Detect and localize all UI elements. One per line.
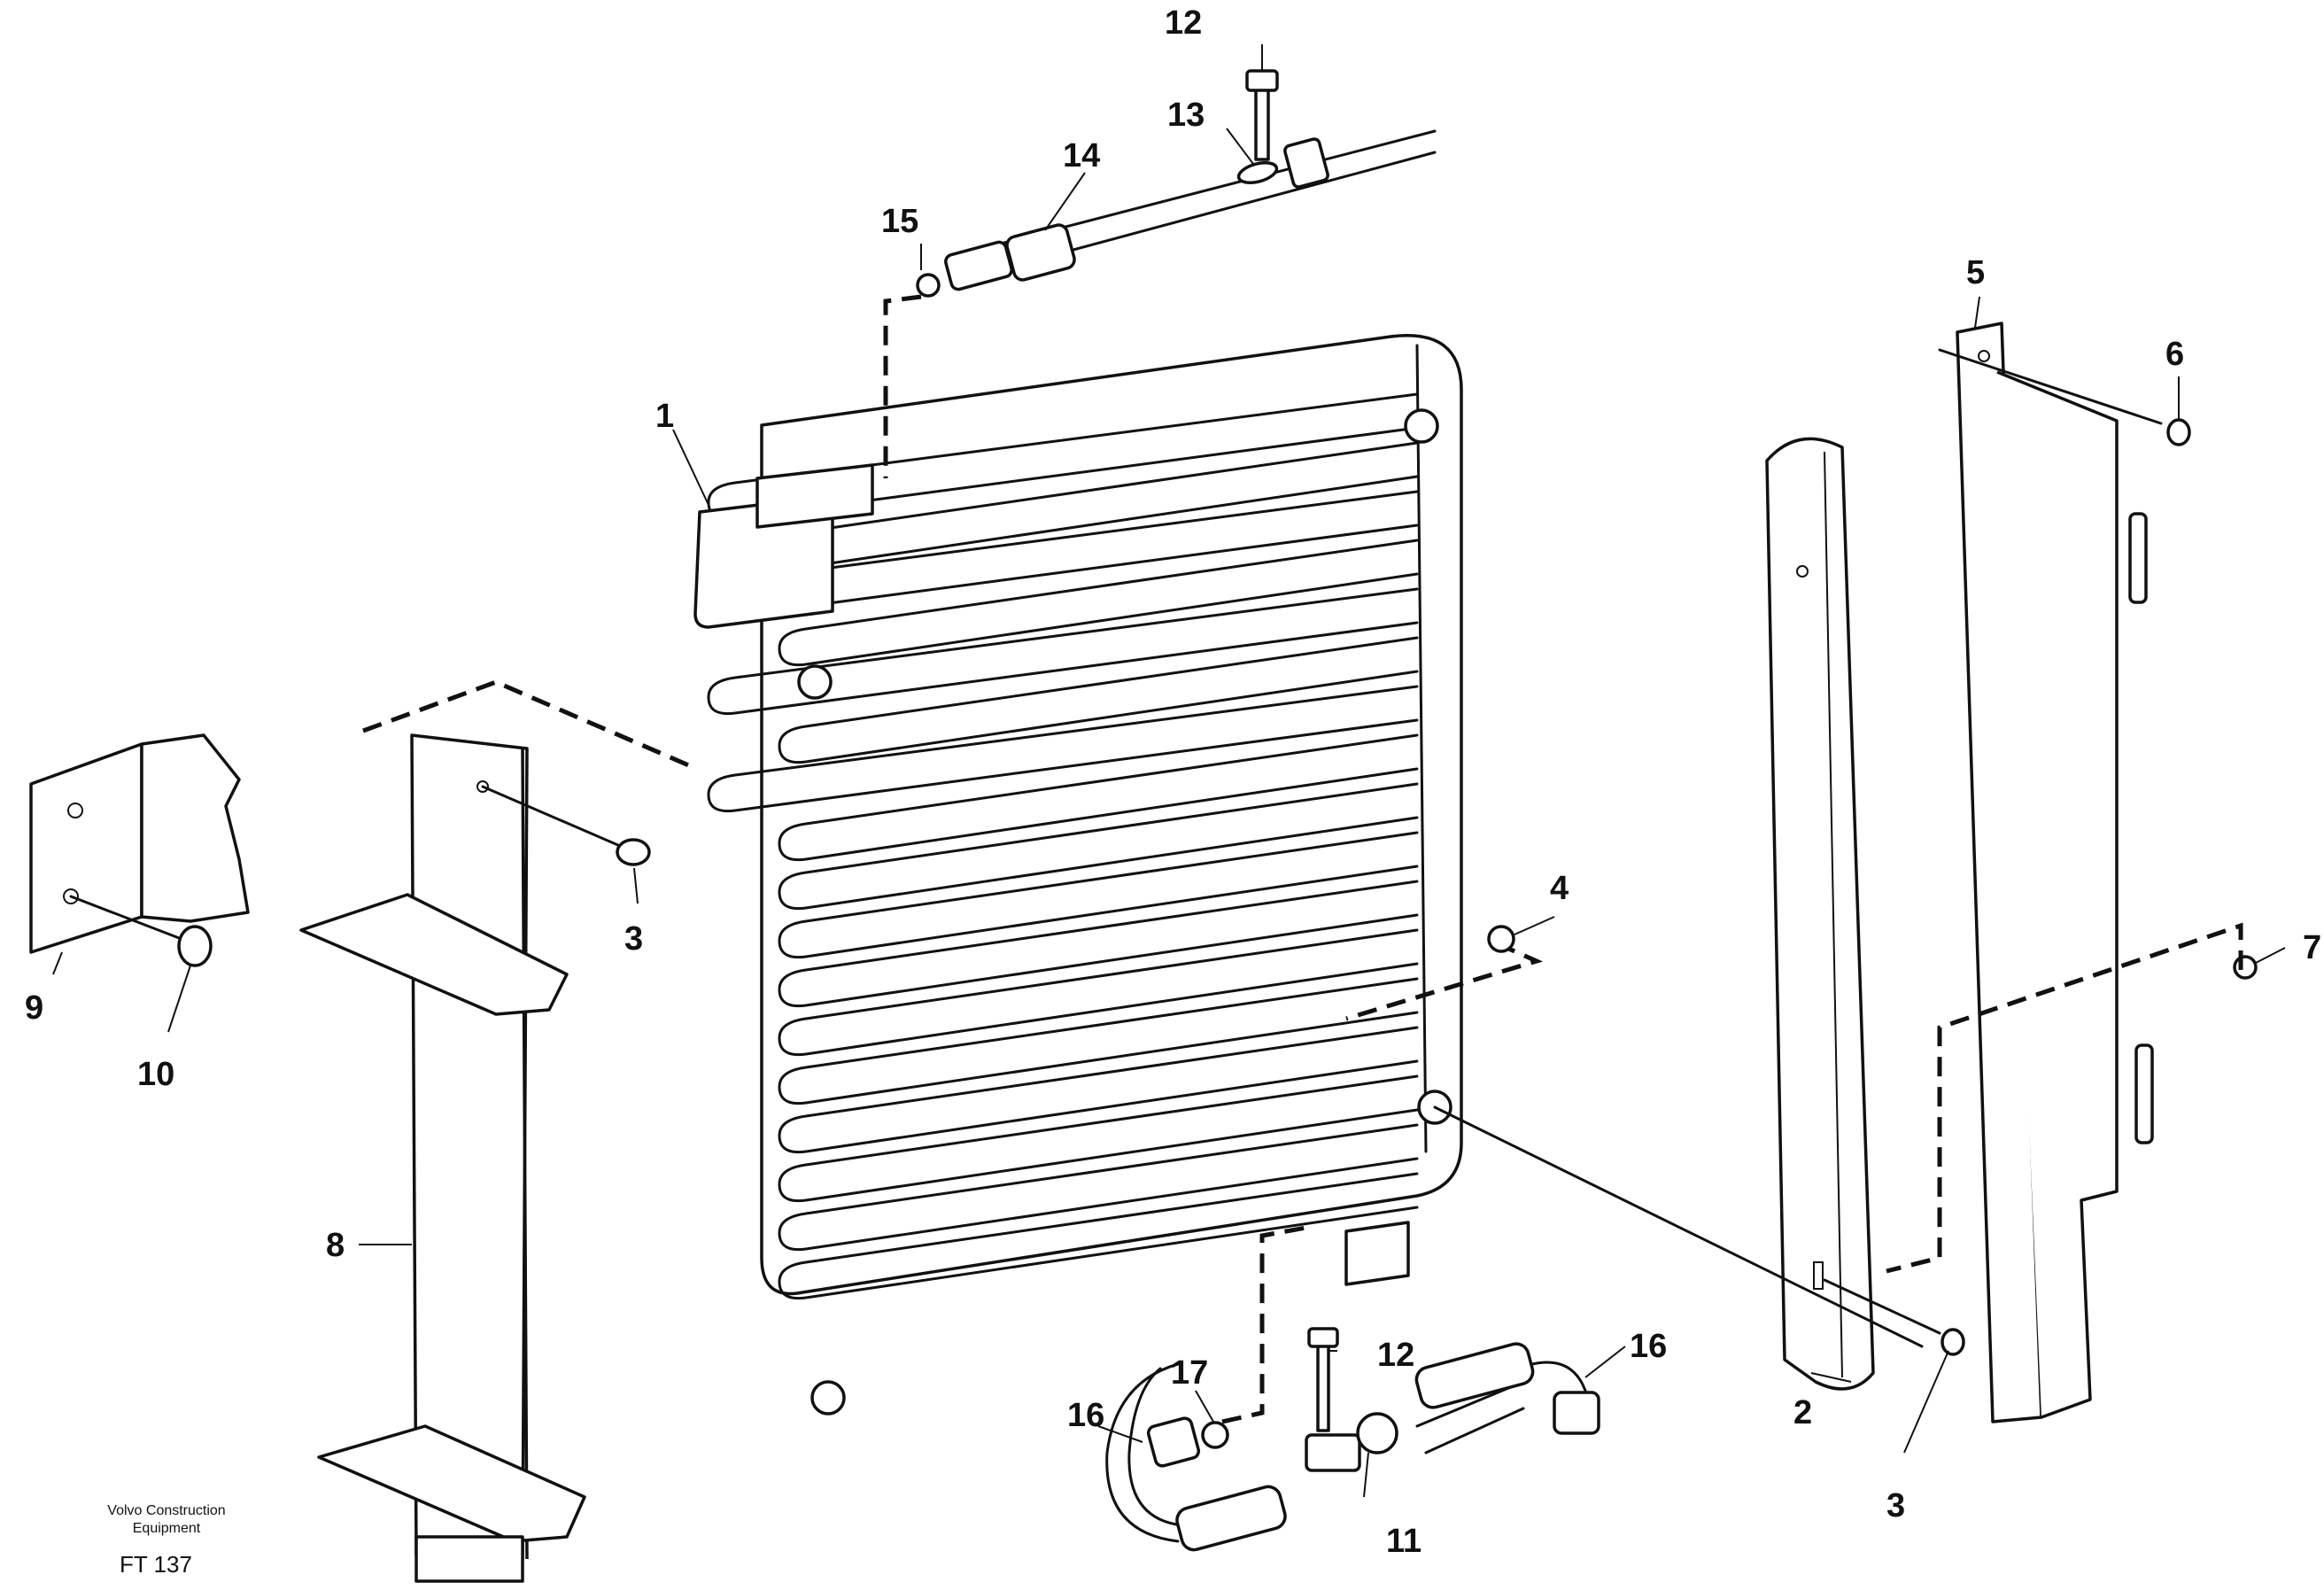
condenser <box>693 334 1463 1415</box>
callout-10: 10 <box>137 1056 174 1093</box>
left-bracket <box>29 733 250 967</box>
callout-17: 17 <box>1171 1354 1208 1392</box>
callout-12-top: 12 <box>1165 4 1202 42</box>
coil-loop <box>778 880 1419 1008</box>
callout-14: 14 <box>1063 137 1100 175</box>
coil-loop <box>778 977 1419 1105</box>
callout-16-right: 16 <box>1630 1328 1667 1365</box>
coil-loop <box>778 733 1419 862</box>
footer-code: FT 137 <box>120 1551 192 1578</box>
callouts: 1 2 3 3 4 5 6 7 8 9 10 11 12 12 13 14 15… <box>25 4 2321 1560</box>
callout-6: 6 <box>2165 336 2184 373</box>
footer: Volvo Construction Equipment FT 137 <box>107 1503 225 1578</box>
upper-pipe <box>916 69 1437 298</box>
coil-loop <box>707 587 1419 716</box>
coil-loop <box>778 1026 1419 1154</box>
support-bracket <box>299 733 651 1583</box>
callout-8: 8 <box>326 1227 345 1264</box>
callout-15: 15 <box>881 203 918 240</box>
coil-loop <box>778 831 1419 959</box>
lower-hoses <box>1105 1327 1600 1552</box>
callout-3-left: 3 <box>624 920 643 958</box>
callout-16-left: 16 <box>1067 1397 1104 1434</box>
callout-7: 7 <box>2303 929 2321 966</box>
coil-loop <box>778 1172 1419 1300</box>
callout-5: 5 <box>1966 254 1985 291</box>
footer-company-line1: Volvo Construction <box>107 1503 225 1518</box>
coil-loop <box>778 1074 1419 1203</box>
callout-3-right: 3 <box>1886 1487 1905 1524</box>
callout-2: 2 <box>1793 1394 1812 1431</box>
nut <box>1487 925 1515 953</box>
side-panel <box>1433 437 1965 1391</box>
callout-11: 11 <box>1386 1523 1422 1560</box>
footer-company-line2: Equipment <box>133 1521 201 1536</box>
coil-loop <box>778 636 1419 764</box>
coil-loop <box>707 685 1419 813</box>
condenser-coils <box>707 392 1419 1300</box>
coil-loop <box>778 782 1419 911</box>
coil-loop <box>778 928 1419 1057</box>
callout-13: 13 <box>1167 97 1205 134</box>
callout-12-bottom: 12 <box>1377 1337 1414 1374</box>
leader-lines <box>52 44 2286 1498</box>
coil-loop <box>778 539 1419 667</box>
callout-1: 1 <box>655 398 674 435</box>
mounting-bracket <box>1938 322 2258 1423</box>
coil-loop <box>778 1123 1419 1252</box>
callout-4: 4 <box>1550 870 1569 907</box>
callout-9: 9 <box>25 989 43 1027</box>
